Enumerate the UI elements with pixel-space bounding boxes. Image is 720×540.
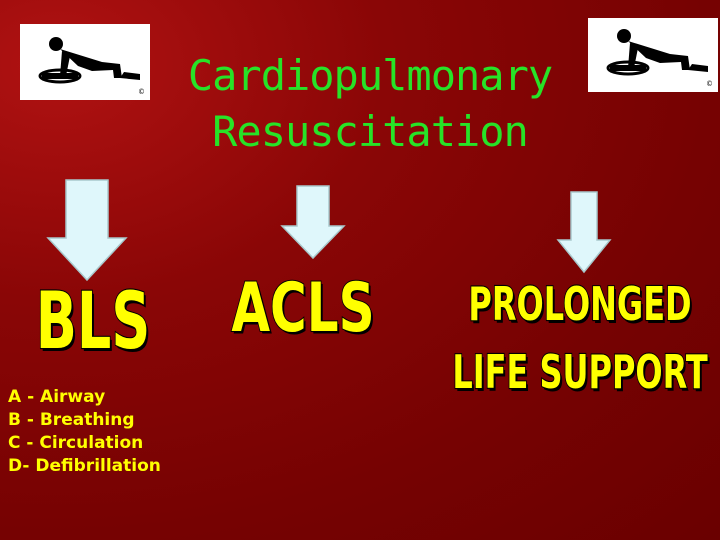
title-line-1: Cardiopulmonary	[187, 51, 553, 100]
list-item-breathing: B - Breathing	[8, 410, 135, 430]
life-support-label: LIFE SUPPORT	[452, 343, 709, 400]
list-item-defibrillation: D- Defibrillation	[8, 456, 161, 476]
list-item-airway: A - Airway	[8, 387, 106, 407]
down-arrow-icon	[280, 185, 346, 260]
cpr-figure-icon: ©	[606, 29, 713, 88]
acls-label: ACLS	[231, 268, 376, 348]
svg-text:©: ©	[706, 80, 713, 88]
cpr-figure-icon: ©	[38, 37, 145, 96]
down-arrow-icon	[556, 191, 612, 274]
cpr-logo-left: ©	[20, 24, 150, 100]
cpr-logo-right: ©	[588, 18, 718, 92]
abcd-list: A - Airway B - Breathing C - Circulation…	[8, 386, 161, 478]
title-line-2: Resuscitation	[212, 107, 529, 156]
list-item-circulation: C - Circulation	[8, 433, 144, 453]
svg-text:©: ©	[138, 88, 145, 96]
page-title: Cardiopulmonary Resuscitation	[150, 48, 590, 160]
bls-label: BLS	[35, 275, 151, 369]
down-arrow-icon	[46, 179, 128, 282]
prolonged-label: PROLONGED	[468, 275, 693, 332]
